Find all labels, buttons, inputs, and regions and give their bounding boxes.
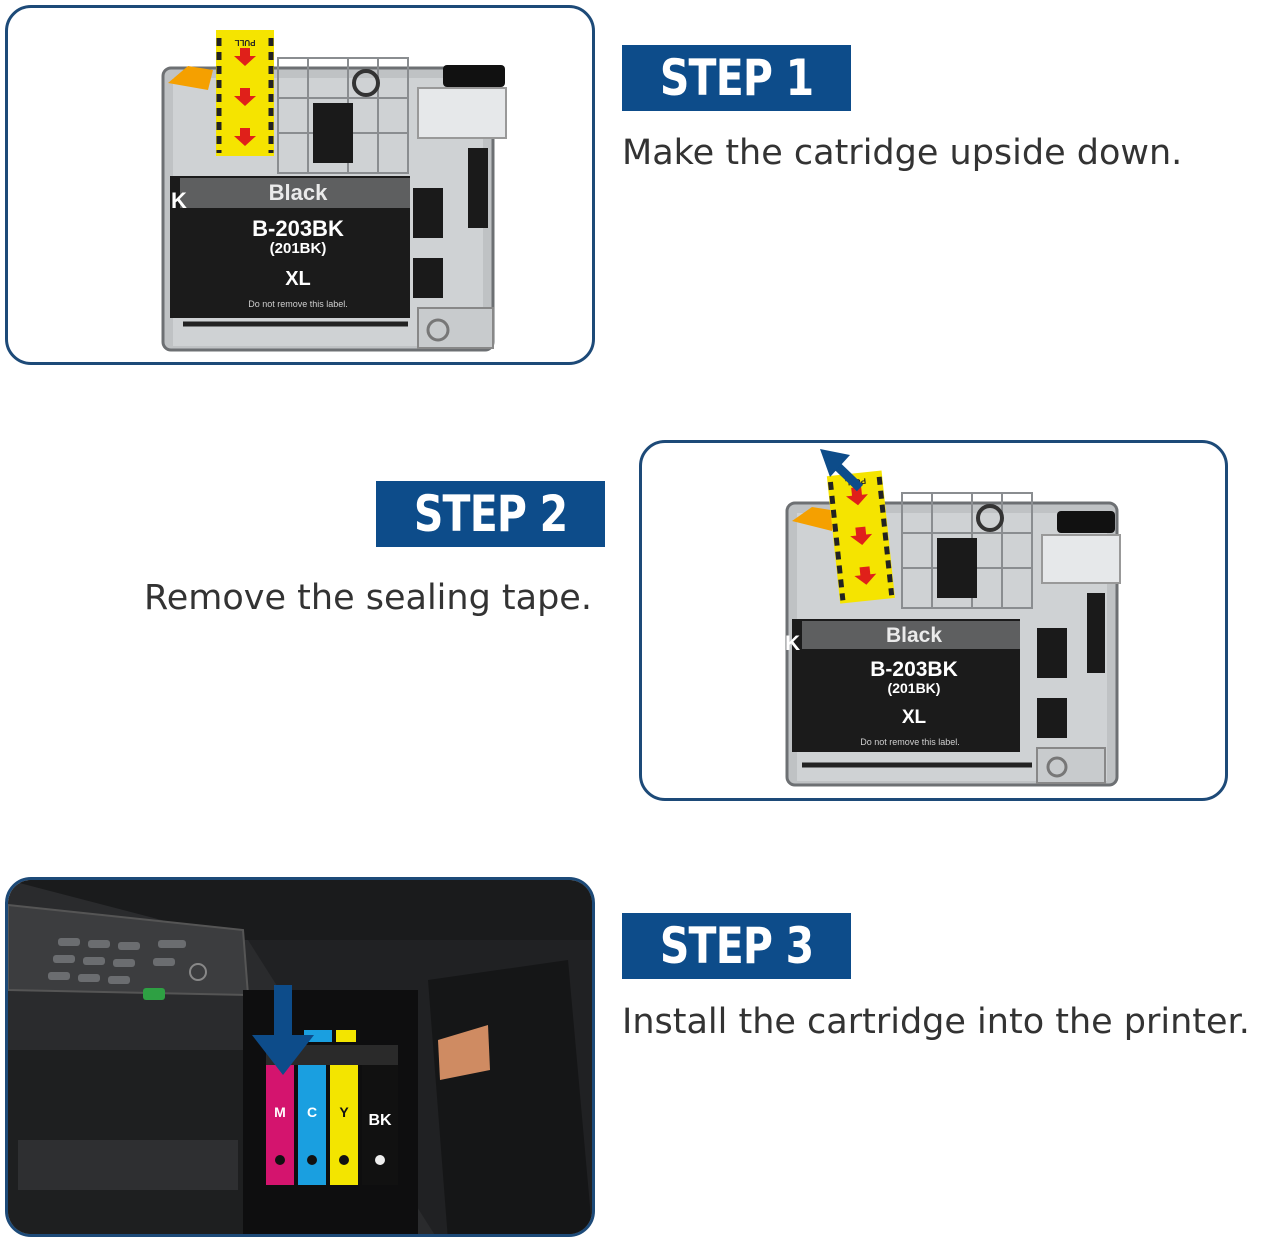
slot-label-yellow: Y — [339, 1104, 349, 1120]
slot-label-magenta: M — [274, 1104, 286, 1120]
step3-photo: M C Y BK — [5, 877, 595, 1237]
cartridge-tape-image: Black B-203BK (201BK) XL Do not remove t… — [785, 449, 1121, 787]
pull-tab-text: PULL — [234, 38, 255, 47]
cartridge-image: Black B-203BK (201BK) XL Do not remove t… — [161, 30, 507, 352]
cartridge-size-label: XL — [902, 707, 927, 728]
printer-image: M C Y BK — [8, 880, 592, 1234]
step1-instruction: Make the catridge upside down. — [622, 133, 1183, 173]
cartridge-model-label: B-203BK — [252, 216, 344, 241]
cartridge-submodel-label: (201BK) — [888, 680, 941, 696]
step1-badge: STEP 1 — [622, 45, 851, 111]
slot-label-cyan: C — [307, 1104, 317, 1120]
cartridge-color-label: Black — [886, 624, 942, 647]
cartridge-submodel-label: (201BK) — [270, 240, 327, 257]
step2-instruction: Remove the sealing tape. — [144, 578, 592, 618]
step2-photo: Black B-203BK (201BK) XL Do not remove t… — [639, 440, 1228, 801]
cartridge-side-letter: K — [785, 632, 800, 655]
lift-arrow-icon — [820, 449, 864, 492]
step3-badge: STEP 3 — [622, 913, 851, 979]
step3-instruction: Install the cartridge into the printer. — [622, 1002, 1250, 1042]
step1-photo: Black B-203BK (201BK) XL Do not remove t… — [5, 5, 595, 365]
cartridge-side-letter: K — [171, 188, 187, 213]
cartridge-color-label: Black — [269, 180, 328, 205]
slot-label-black: BK — [368, 1112, 392, 1129]
cartridge-model-label: B-203BK — [870, 658, 958, 681]
insert-arrow-icon — [252, 985, 314, 1075]
cartridge-size-label: XL — [285, 268, 311, 290]
cartridge-notice: Do not remove this label. — [860, 737, 960, 747]
step2-badge: STEP 2 — [376, 481, 605, 547]
cartridge-notice: Do not remove this label. — [248, 299, 348, 309]
